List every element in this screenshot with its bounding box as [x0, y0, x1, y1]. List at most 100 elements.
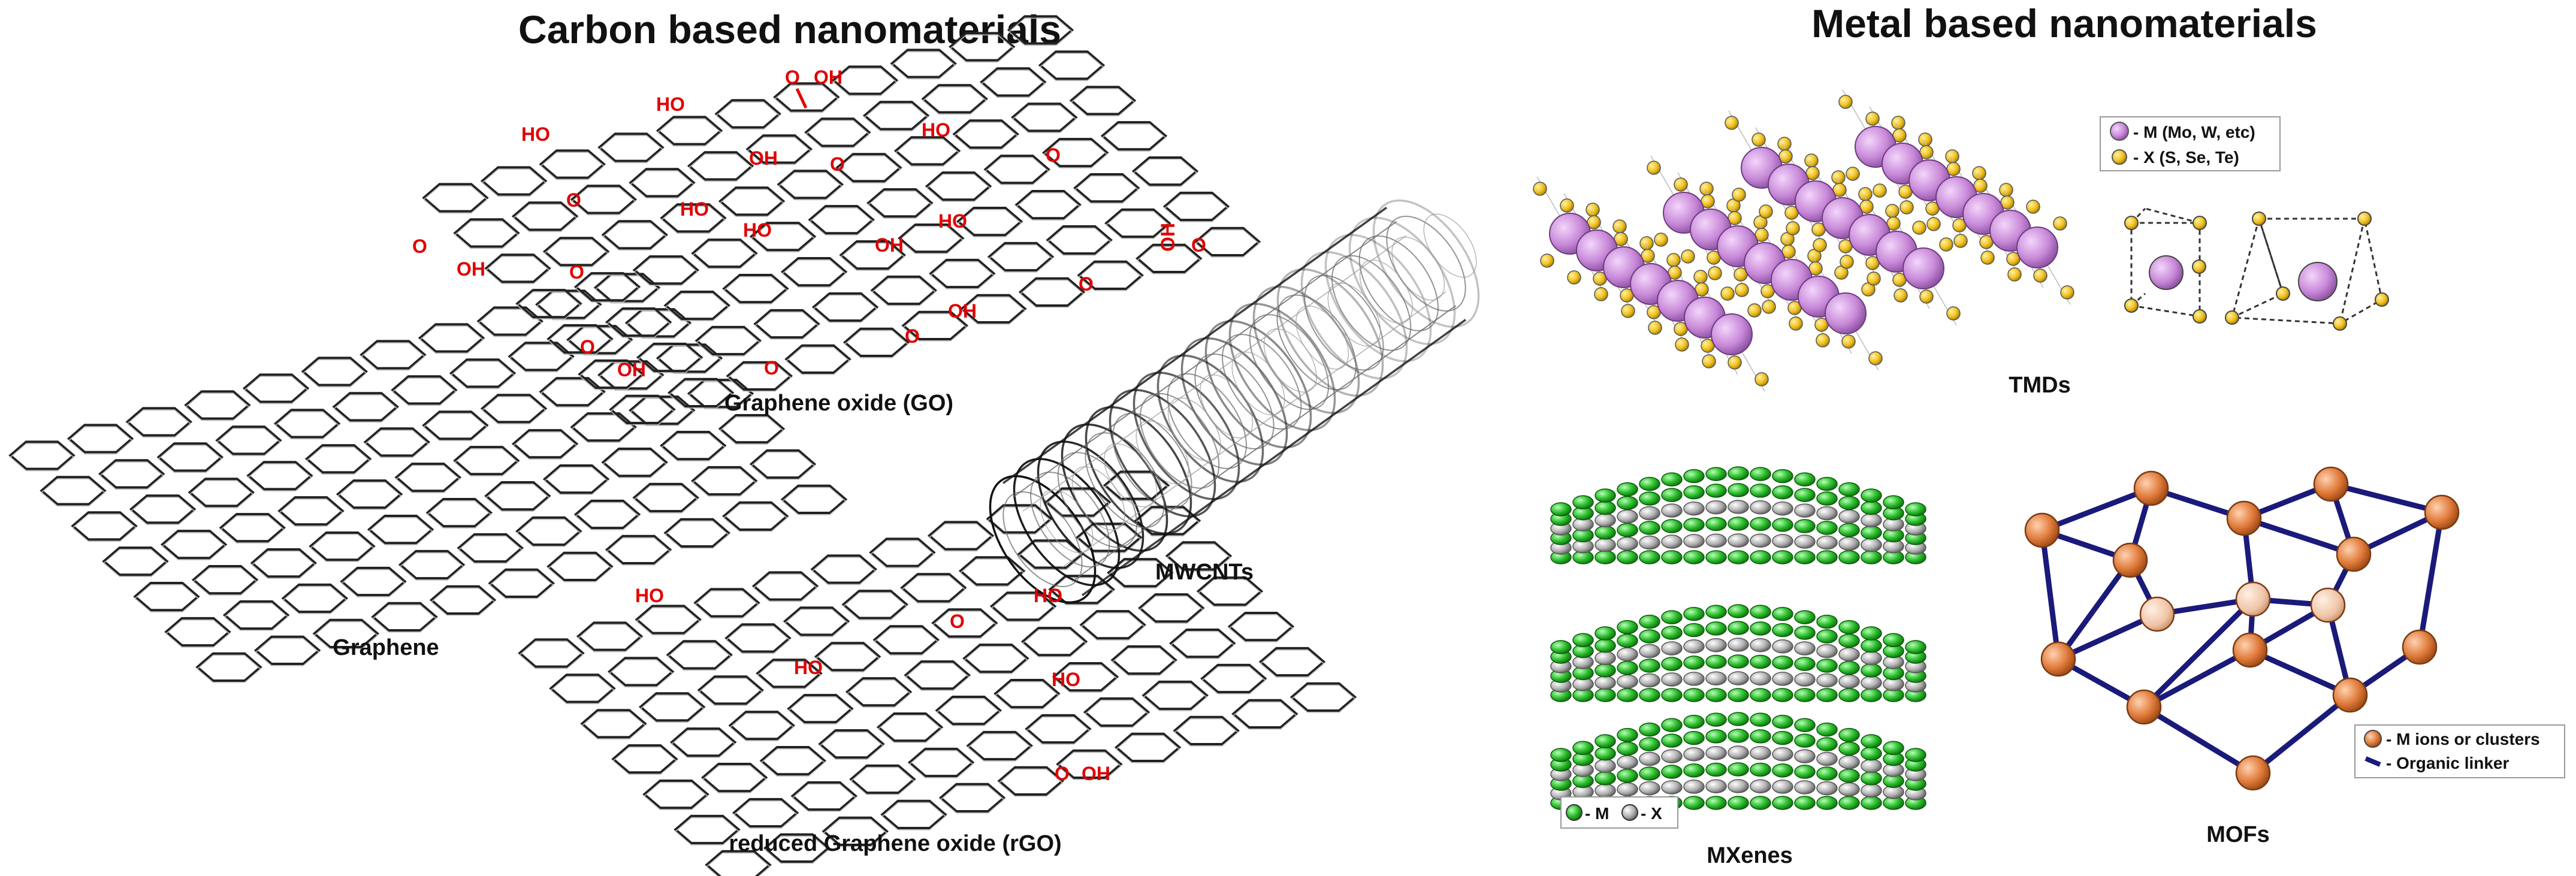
graphene-ring-shadow [602, 450, 668, 478]
graphene-ring-shadow [512, 431, 578, 460]
go-ring [636, 342, 703, 373]
go-cooh-left-oh: OH [457, 258, 485, 280]
mxene-m-atom [1683, 714, 1705, 729]
go-ring [601, 220, 669, 250]
go-ring [609, 394, 676, 424]
graphene-ring-shadow [427, 500, 492, 528]
rgo-ring-shadow [581, 711, 646, 740]
mxene-m-atom [1617, 741, 1638, 756]
mwcnt-wall-edge [1062, 291, 1446, 568]
mxene-m-atom [1705, 516, 1727, 531]
go-ring-shadow [727, 364, 792, 392]
mxene-x-atom [1728, 533, 1749, 548]
mxene-m-atom [1661, 626, 1683, 640]
mxene-m-atom [1861, 488, 1882, 503]
tmd-metal-atom [2016, 226, 2058, 268]
rgo-ring-shadow [998, 769, 1064, 797]
go-ring [453, 218, 520, 248]
mxene-m-atom [1772, 796, 1793, 810]
graphene-ring-shadow [126, 409, 192, 438]
go-ring-shadow [786, 347, 850, 375]
mof-metal-node [2313, 466, 2349, 502]
tmd-chalcogen-atom [1647, 161, 1661, 175]
graphene-ring [632, 482, 699, 513]
graphene-ring-shadow [282, 586, 348, 614]
graphene-ring-shadow [185, 392, 250, 421]
rgo-ring [1044, 487, 1112, 517]
mof-linker [2417, 509, 2445, 650]
go-ring-shadow [988, 244, 1053, 273]
go-ring-shadow [949, 34, 1014, 63]
mxene-m-atom [1661, 733, 1683, 748]
go-ring [949, 32, 1016, 62]
mof-linker [2039, 527, 2061, 662]
go-epoxide-4: O [764, 357, 779, 379]
go-ring-shadow [1133, 159, 1198, 187]
graphene-ring-shadow [313, 621, 379, 650]
rgo-ring-shadow [823, 819, 888, 847]
tmd-chalcogen-atom [1831, 170, 1846, 185]
graphene-ring-shadow [399, 552, 464, 581]
rgo-ring [845, 677, 913, 707]
go-ho-5: HO [743, 219, 772, 241]
graphene-ring-shadow [485, 484, 550, 512]
go-ring-shadow [1074, 176, 1139, 204]
go-ring [890, 49, 957, 78]
graphene-ring [188, 478, 255, 508]
mwcnt-wall-ring [1085, 406, 1192, 535]
mxene-m-atom [1816, 521, 1838, 535]
mxene-m-atom [1639, 629, 1660, 644]
mxene-m-atom [1594, 771, 1616, 786]
rgo-ring-shadow [940, 786, 1005, 814]
go-ring-shadow [953, 122, 1019, 150]
mxene-x-atom [1772, 780, 1793, 794]
mxene-m-atom [1838, 496, 1860, 511]
rgo-ring [697, 675, 765, 705]
graphene-ring [67, 424, 134, 454]
mxene-m-atom [1639, 614, 1660, 629]
rgo-ring-shadow [874, 627, 939, 656]
mxene-m-atom [1905, 502, 1926, 516]
mxene-m-atom [1594, 500, 1616, 515]
graphene-ring [281, 583, 349, 614]
mxene-x-atom [1816, 781, 1838, 796]
tmd-chalcogen-atom [1751, 132, 1766, 147]
graphene-ring-shadow [243, 376, 309, 404]
rgo-ring [674, 814, 741, 845]
tmd-chalcogen-atom [1840, 255, 1854, 269]
go-ring [714, 99, 782, 129]
mwcnt-label: MWCNTs [1155, 560, 1254, 585]
rgo-ring [872, 625, 940, 655]
go-ring-shadow [454, 220, 519, 249]
go-cooh-right: OH [1157, 223, 1179, 252]
mxene-x-atom [1594, 759, 1616, 773]
go-ring [835, 153, 902, 183]
mxene-m-atom [1861, 688, 1882, 702]
mxene-x-atom [1750, 500, 1771, 515]
graphene-ring [597, 360, 665, 390]
go-ring-shadow [571, 187, 636, 216]
graphene-label: Graphene [333, 635, 439, 660]
mof-linker [2247, 647, 2353, 698]
tmd-chalcogen-atom [1567, 270, 1581, 285]
rgo-ring-shadow [639, 694, 705, 723]
mxene-x-atom [1838, 647, 1860, 661]
rgo-ring-shadow [608, 659, 674, 688]
rgo-ring-shadow [1045, 490, 1110, 518]
mxene-m-atom [1550, 502, 1572, 516]
mxene-legend-m: - M [1585, 804, 1609, 823]
graphene-ring [304, 444, 372, 474]
rgo-ring [1165, 541, 1233, 571]
graphene-ring-shadow [781, 487, 847, 515]
rgo-ring [997, 766, 1065, 796]
mof-metal-node [2336, 536, 2372, 572]
mxene-x-atom [1683, 501, 1705, 516]
mxene-x-atom [1705, 500, 1727, 515]
rgo-ring-shadow [729, 713, 795, 742]
go-ring-shadow [665, 293, 730, 321]
mxene-x-atom [1661, 672, 1683, 687]
mxene-m-atom [1705, 762, 1727, 777]
mxene-x-atom [1639, 644, 1660, 658]
linker-icon [2364, 756, 2381, 767]
graphene-ring [488, 568, 555, 598]
